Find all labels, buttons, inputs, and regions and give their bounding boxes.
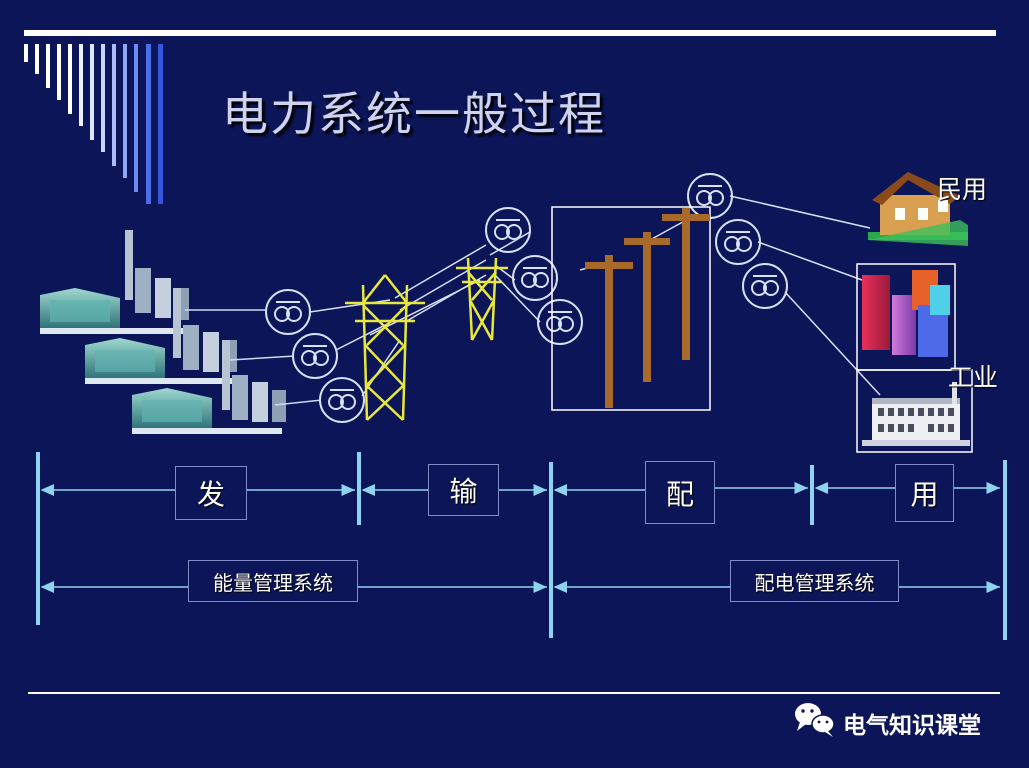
brand-name: 电气知识课堂 [843, 713, 981, 739]
stage-transmission: 输 [428, 464, 499, 516]
distribution-management-system: 配电管理系统 [730, 560, 899, 602]
industrial-label: 工业 [948, 363, 999, 392]
factory-icon [856, 369, 973, 453]
corner-stripes [24, 44, 163, 204]
utility-pole-icon [585, 208, 710, 408]
commercial-building-icon [856, 263, 956, 371]
bottom-rule [28, 692, 1000, 694]
residential-label: 民用 [937, 175, 988, 204]
stage-arrows [40, 482, 1000, 496]
transformer-icon [265, 173, 788, 423]
stage-consumption: 用 [895, 464, 954, 522]
house-icon [868, 172, 968, 246]
stage-generation: 发 [175, 466, 247, 520]
slide-title: 电力系统一般过程 [222, 87, 606, 141]
transmission-lines [309, 195, 881, 397]
transmission-tower-icon [345, 257, 508, 421]
stage-distribution: 配 [645, 461, 715, 524]
distribution-frame [551, 206, 711, 411]
energy-management-system: 能量管理系统 [188, 560, 358, 602]
generator-lines [185, 309, 323, 406]
power-plant-icon [40, 230, 286, 434]
top-rule [24, 30, 996, 36]
stage-dividers [36, 452, 1007, 640]
wechat-icon [795, 703, 835, 737]
